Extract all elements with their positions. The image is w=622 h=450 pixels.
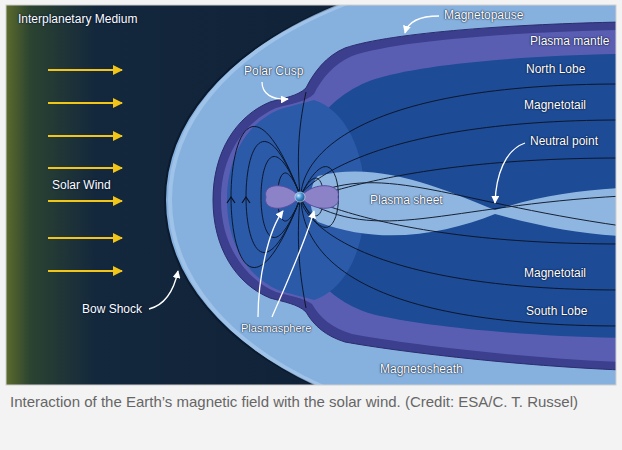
boundary-label: Bow Shock (82, 302, 142, 316)
earth-globe (295, 192, 305, 202)
neutral-field-line (302, 183, 616, 226)
leader-line (149, 271, 178, 309)
region-label: North Lobe (526, 62, 585, 76)
caption-text: Interaction of the Earth’s magnetic fiel… (10, 391, 612, 412)
direction-chevron (242, 197, 250, 203)
picture-area (6, 5, 616, 385)
caption-box: Interaction of the Earth’s magnetic fiel… (10, 391, 612, 412)
solar-wind-arrow (48, 200, 122, 202)
solar-wind-arrow (48, 237, 122, 239)
region-label: Polar Cusp (244, 64, 303, 78)
solar-wind-arrows (48, 70, 122, 271)
tail-field-line (301, 158, 616, 197)
tail-field-line (301, 120, 616, 194)
tail-field-line (301, 84, 616, 194)
plasma-mantle-band (221, 30, 616, 362)
leader-line (495, 143, 525, 203)
region-label: South Lobe (526, 304, 587, 318)
solar-wind-arrow (48, 270, 122, 272)
solar-wind-arrow (48, 102, 122, 104)
magnetopause-band (213, 22, 616, 370)
solar-wind-arrow (48, 167, 122, 169)
field-lines (231, 84, 616, 326)
leader-line (405, 16, 439, 33)
leader-lines (149, 16, 525, 317)
region-label: Magnetotail (524, 266, 586, 280)
solar-wind-arrow (48, 69, 122, 71)
solar-wind-arrow (48, 135, 122, 137)
direction-chevron (227, 197, 235, 203)
region-label: Magnetosheath (380, 362, 463, 376)
region-label: Plasmasphere (241, 321, 311, 335)
region-label: Plasma sheet (368, 193, 445, 207)
flow-label: Solar Wind (52, 178, 111, 192)
region-label: Interplanetary Medium (18, 12, 137, 26)
field-direction-marks (227, 197, 250, 203)
plasma-sheet-region (311, 171, 617, 236)
tail-field-line (301, 199, 616, 244)
neutral-field-line (302, 196, 616, 221)
feature-label: Neutral point (530, 134, 598, 148)
boundary-label: Magnetopause (444, 8, 523, 22)
plasmasphere-shape (266, 186, 339, 209)
magnetosheath-region (165, 5, 616, 385)
cusp-field-line (298, 92, 306, 195)
leader-line (272, 211, 314, 317)
tail-field-line (301, 200, 616, 326)
picture-frame (6, 5, 616, 385)
leader-line (262, 82, 288, 99)
region-label: Magnetotail (524, 98, 586, 112)
region-label: Plasma mantle (530, 34, 609, 48)
